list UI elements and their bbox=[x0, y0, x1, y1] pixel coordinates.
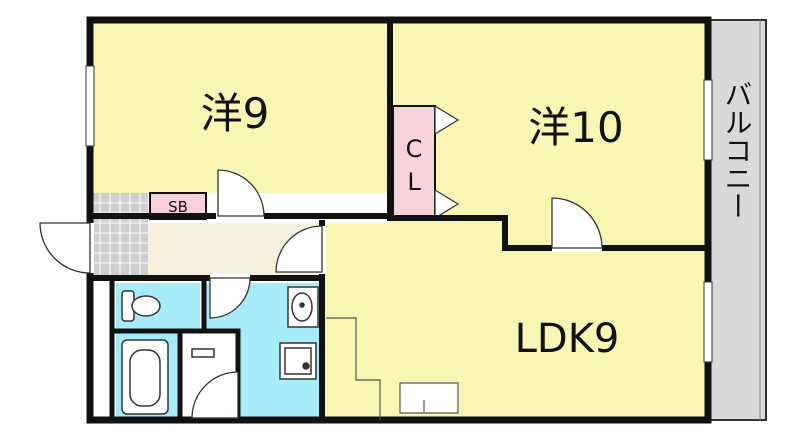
closet bbox=[392, 105, 436, 219]
label-balcony: バルコニー bbox=[721, 80, 754, 220]
washing-machine-icon bbox=[279, 342, 317, 380]
bathtub-icon bbox=[121, 339, 169, 415]
balcony bbox=[707, 19, 767, 421]
ldk-room bbox=[322, 223, 708, 420]
doors bbox=[39, 169, 603, 419]
label-western-10: 洋10 bbox=[528, 103, 623, 152]
western-room-9 bbox=[90, 20, 390, 193]
faucet-icon bbox=[191, 348, 215, 358]
label-closet-l: L bbox=[407, 168, 421, 196]
toilet-icon bbox=[121, 290, 161, 322]
windows bbox=[85, 65, 713, 363]
label-ldk: LDK9 bbox=[515, 316, 620, 362]
entrance-tile bbox=[90, 193, 148, 275]
label-shoe-box: SB bbox=[168, 198, 188, 216]
label-closet-c: C bbox=[406, 135, 423, 163]
sink-icon bbox=[287, 286, 319, 328]
label-western-9: 洋9 bbox=[201, 89, 270, 138]
kitchen-counter bbox=[326, 317, 459, 420]
